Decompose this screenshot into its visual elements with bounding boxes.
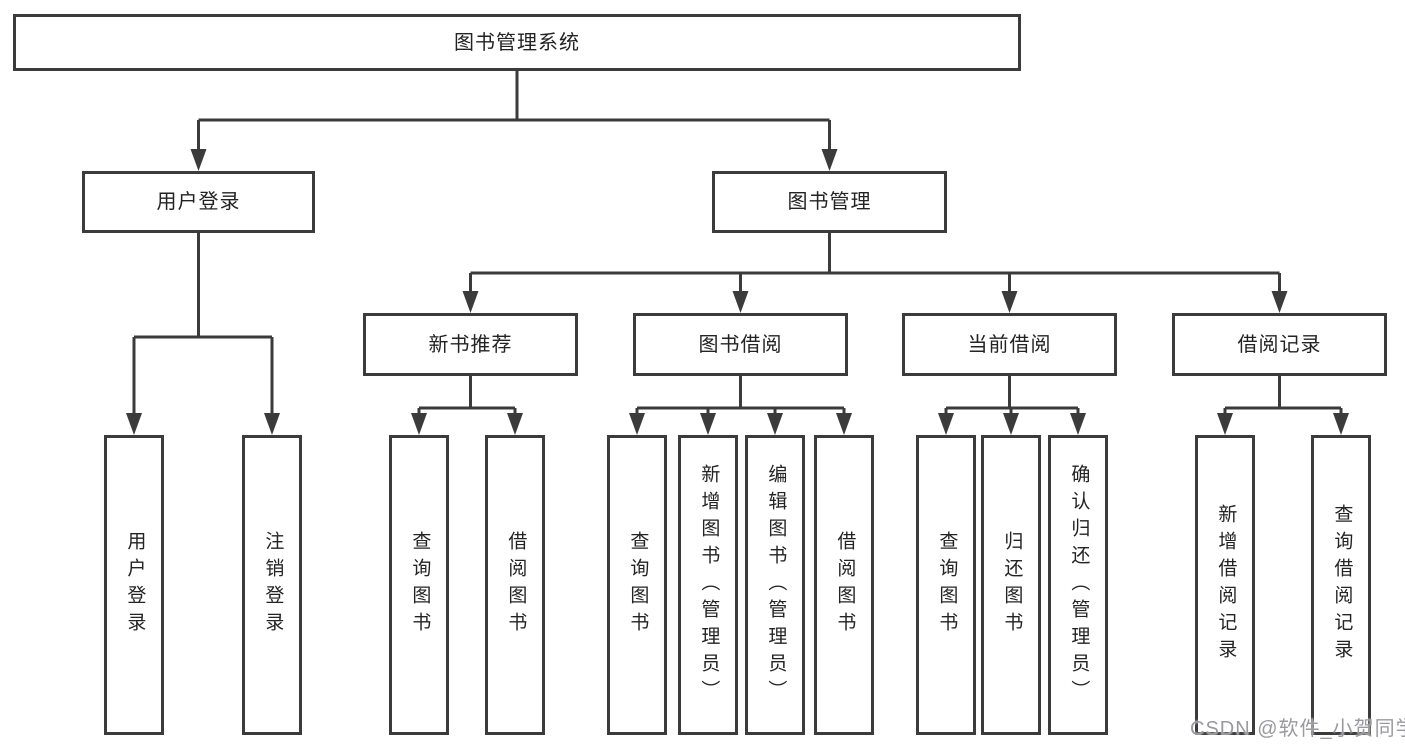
node-borrowing-records: 借阅记录 [1172,313,1387,376]
node-root-library-management-system: 图书管理系统 [13,14,1021,71]
node-leaf-borrow-books-borrowing: 借阅图书 [814,435,874,735]
node-leaf-logout: 注销登录 [242,435,302,735]
arrowheads [126,149,1349,435]
node-leaf-return-book: 归还图书 [981,435,1041,735]
csdn-watermark: CSDN @软件_小贺同学 [1190,718,1405,740]
node-leaf-add-book-admin: 新增图书（管理员） [678,435,738,735]
node-leaf-user-login: 用户登录 [104,435,164,735]
node-leaf-query-books-current: 查询图书 [916,435,976,735]
node-leaf-query-books-recommend: 查询图书 [389,435,449,735]
node-current-borrowing: 当前借阅 [902,313,1117,376]
node-leaf-query-borrow-record: 查询借阅记录 [1311,435,1371,735]
node-book-borrowing: 图书借阅 [633,313,848,376]
node-leaf-query-books-borrowing: 查询图书 [607,435,667,735]
node-leaf-borrow-books-recommend: 借阅图书 [485,435,545,735]
node-user-login: 用户登录 [82,171,315,233]
node-leaf-edit-book-admin: 编辑图书（管理员） [745,435,805,735]
node-leaf-add-borrow-record: 新增借阅记录 [1195,435,1255,735]
node-leaf-confirm-return-admin: 确认归还（管理员） [1048,435,1108,735]
node-new-book-recommend: 新书推荐 [363,313,578,376]
node-book-management: 图书管理 [712,171,947,233]
